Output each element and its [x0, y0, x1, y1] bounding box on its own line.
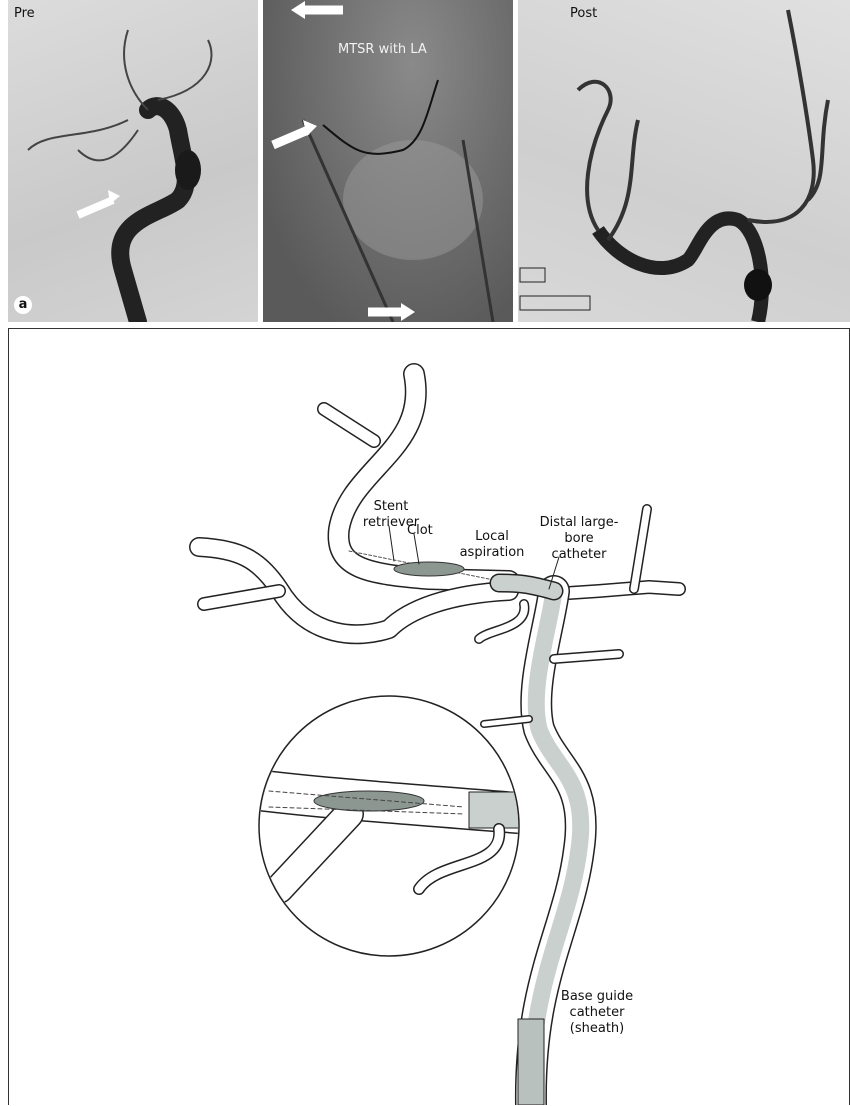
label-base-guide-catheter: Base guide catheter (sheath)	[560, 989, 634, 1036]
pre-vessels-image	[27, 29, 213, 322]
angiogram-pre-panel: Pre a	[8, 0, 258, 322]
vessel-schematic	[189, 363, 686, 1105]
angiogram-post-panel: Post	[518, 0, 850, 322]
label-stent-retriever: Stent retriever	[362, 499, 420, 530]
post-vessels-image	[519, 9, 830, 322]
label-distal-catheter: Distal large-bore catheter	[539, 515, 619, 562]
pre-label: Pre	[14, 6, 35, 21]
figure-letter-badge: a	[14, 296, 32, 314]
schematic-diagram: Stent retriever Clot Local aspiration Di…	[8, 328, 850, 1105]
angiogram-mtsr-panel: MTSR with LA	[263, 0, 513, 322]
post-label: Post	[570, 6, 598, 21]
mtsr-label: MTSR with LA	[338, 42, 427, 57]
label-clot: Clot	[407, 523, 433, 538]
label-local-aspiration: Local aspiration	[459, 529, 525, 560]
mtsr-image	[271, 1, 495, 322]
